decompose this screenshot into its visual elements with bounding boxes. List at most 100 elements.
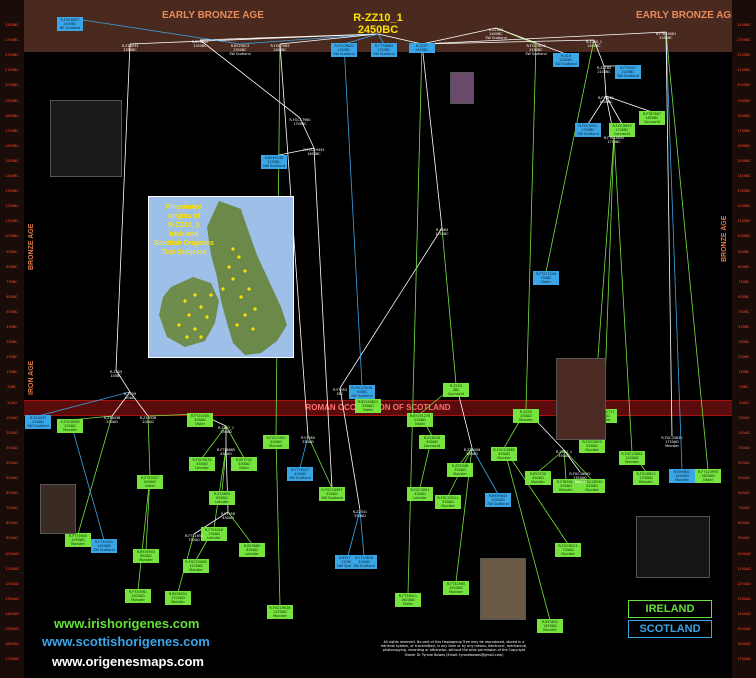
left-year-scale <box>0 0 24 678</box>
node-label: R-A16 <box>560 54 571 58</box>
node-label: R-BY26951 <box>168 592 188 596</box>
node-label: R-FT65016 <box>556 480 576 484</box>
irish-origenes-url[interactable]: www.irishorigenes.com <box>54 616 200 631</box>
node-date: FAC <box>336 392 344 396</box>
scottish-origenes-url[interactable]: www.scottishorigenes.com <box>42 634 210 649</box>
node-region: Munster <box>543 628 557 632</box>
node-region: SW Scotland <box>93 548 115 552</box>
node-label: R-Y7558 <box>221 512 235 516</box>
node-date: 550AD <box>354 514 366 518</box>
map-title-line: origins of <box>168 213 200 220</box>
origenes-maps-url[interactable]: www.origenesmaps.com <box>52 654 204 669</box>
node-label: R-BY3660 <box>243 544 261 548</box>
node-region: Ulster <box>145 484 155 488</box>
branch-line <box>221 447 227 493</box>
year-label: 1850BC <box>737 113 751 118</box>
